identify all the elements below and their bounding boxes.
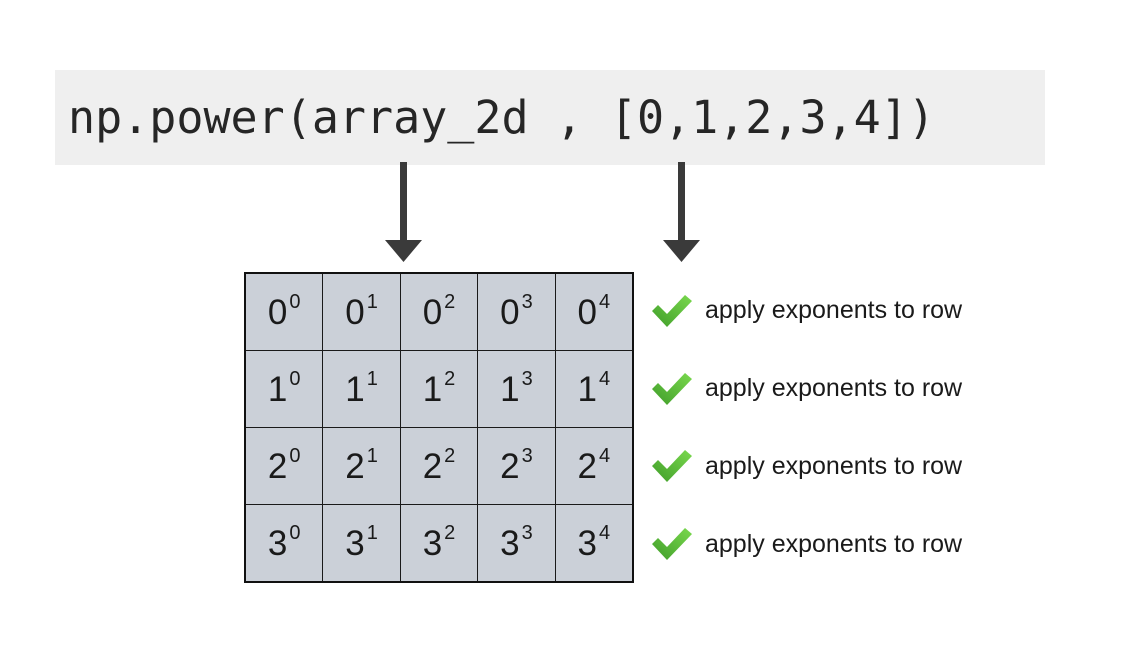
cell-exponent: 2 (444, 368, 456, 390)
cell-exponent: 4 (598, 368, 611, 390)
cell-exponent: 3 (521, 522, 533, 544)
cell-base: 3 (345, 523, 365, 563)
cell-base: 2 (345, 446, 365, 486)
code-expression: np.power(array_2d , [0,1,2,3,4]) (68, 91, 935, 144)
cell-exponent: 4 (598, 291, 611, 313)
annotation-row: apply exponents to row (652, 350, 1082, 428)
cell-base: 1 (500, 369, 520, 409)
cell-base: 0 (577, 292, 597, 332)
code-banner: np.power(array_2d , [0,1,2,3,4]) (55, 70, 1045, 165)
cell-exponent: 0 (289, 291, 301, 313)
cell-exponent: 3 (521, 291, 533, 313)
cell-exponent: 0 (289, 522, 301, 544)
cell-base: 1 (267, 369, 288, 409)
arrow-to-base-array-icon (385, 162, 422, 262)
annotation-label: apply exponents to row (705, 451, 963, 480)
cell-base: 3 (267, 523, 288, 563)
annotation-row: apply exponents to row (652, 505, 1082, 583)
cell-exponent: 1 (366, 368, 378, 390)
cell-exponent: 4 (598, 445, 611, 467)
green-check-icon (652, 372, 692, 405)
cell-exponent: 0 (289, 445, 301, 467)
cell-base: 2 (500, 446, 520, 486)
green-check-icon (652, 528, 692, 561)
cell-exponent: 1 (366, 291, 378, 313)
cell-exponent: 3 (521, 368, 533, 390)
annotation-label: apply exponents to row (705, 529, 963, 558)
cell-base: 3 (422, 523, 443, 563)
cell-exponent: 2 (444, 445, 456, 467)
green-check-icon (652, 450, 692, 483)
cell-exponent: 1 (366, 445, 378, 467)
annotation-row: apply exponents to row (652, 272, 1082, 350)
cell-base: 2 (422, 446, 443, 486)
cell-base: 3 (577, 523, 597, 563)
annotation-label: apply exponents to row (705, 374, 963, 403)
cell-base: 3 (500, 523, 520, 563)
cell-exponent: 4 (598, 522, 611, 544)
cell-exponent: 1 (366, 522, 378, 544)
annotation-list: apply exponents to row apply exponents t… (652, 272, 1082, 583)
cell-base: 0 (345, 292, 365, 332)
cell-exponent: 2 (444, 522, 456, 544)
cell-base: 2 (267, 446, 288, 486)
annotation-row: apply exponents to row (652, 428, 1082, 506)
cell-base: 0 (267, 292, 288, 332)
cell-exponent: 3 (521, 445, 533, 467)
green-check-icon (652, 294, 692, 327)
cell-base: 0 (500, 292, 520, 332)
cell-base: 0 (422, 292, 443, 332)
cell-exponent: 2 (444, 291, 456, 313)
cell-base: 1 (422, 369, 443, 409)
annotation-label: apply exponents to row (705, 296, 963, 325)
cell-exponent: 0 (289, 368, 301, 390)
arrow-to-exponent-list-icon (663, 162, 700, 262)
cell-base: 1 (345, 369, 365, 409)
cell-base: 2 (577, 446, 597, 486)
cell-base: 1 (577, 369, 597, 409)
